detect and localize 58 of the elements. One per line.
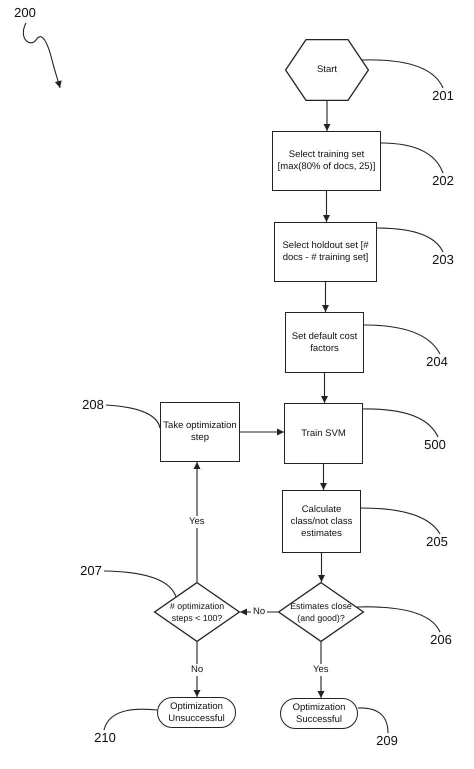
edge-label: Yes bbox=[311, 664, 330, 676]
node-label: Select training set [max(80% of docs, 25)] bbox=[276, 149, 376, 173]
node-label: Select holdout set [# docs - # training set] bbox=[281, 240, 370, 264]
arrow bbox=[322, 282, 329, 312]
leader-line bbox=[363, 408, 438, 438]
arrow bbox=[321, 373, 328, 403]
callout-number: 204 bbox=[424, 354, 450, 370]
terminal-box bbox=[280, 698, 358, 729]
leader-line bbox=[376, 227, 444, 252]
leader-line bbox=[380, 142, 444, 174]
leader-line bbox=[103, 708, 158, 730]
arrow bbox=[318, 553, 325, 582]
node-label: Train SVM bbox=[301, 428, 346, 440]
leader-line bbox=[358, 707, 389, 734]
callout-number: 500 bbox=[422, 437, 448, 453]
callout-number: 208 bbox=[80, 397, 106, 413]
arrow bbox=[320, 464, 327, 490]
process-box bbox=[282, 490, 361, 553]
node-label: Calculate class/not class estimates bbox=[290, 504, 354, 540]
node-label: Estimates close (and good)? bbox=[290, 600, 352, 624]
arrow bbox=[324, 101, 330, 131]
node-label: Take optimization step bbox=[163, 420, 237, 444]
decision-diamond bbox=[278, 582, 364, 642]
terminal-box bbox=[157, 697, 236, 728]
node-label: Start bbox=[316, 64, 338, 76]
leader-line bbox=[361, 507, 440, 534]
callout-number: 209 bbox=[374, 733, 400, 749]
callout-number: 210 bbox=[92, 730, 118, 746]
process-box bbox=[160, 402, 240, 462]
leader-line bbox=[104, 570, 176, 598]
callout-number: 203 bbox=[430, 252, 456, 268]
callout-number: 206 bbox=[428, 632, 454, 648]
process-box bbox=[284, 403, 363, 464]
arrow bbox=[240, 428, 284, 436]
callout-number: 205 bbox=[424, 534, 450, 550]
arrow bbox=[323, 191, 330, 222]
node-label: Optimization Successful bbox=[292, 702, 346, 726]
leader-line bbox=[357, 606, 440, 632]
node-label: Optimization Unsuccessful bbox=[167, 700, 226, 724]
node-label: Set default cost factors bbox=[290, 330, 358, 354]
process-box bbox=[285, 312, 364, 373]
leader-line bbox=[364, 324, 440, 354]
callout-number: 201 bbox=[430, 88, 456, 104]
arrow bbox=[318, 642, 324, 698]
edge-label: No bbox=[189, 664, 206, 676]
leader-line bbox=[362, 59, 444, 88]
start-hexagon bbox=[285, 39, 369, 101]
arrow bbox=[194, 462, 200, 582]
leader-line bbox=[106, 404, 161, 428]
edge-label: Yes bbox=[187, 516, 206, 528]
decision-diamond bbox=[154, 582, 240, 642]
callout-number: 202 bbox=[430, 173, 456, 189]
process-box bbox=[274, 222, 377, 282]
process-box bbox=[272, 131, 381, 191]
callout-number: 200 bbox=[12, 5, 38, 21]
callout-number: 207 bbox=[78, 563, 104, 579]
node-label: # optimization steps < 100? bbox=[168, 600, 226, 624]
reference-arrow bbox=[22, 22, 62, 88]
